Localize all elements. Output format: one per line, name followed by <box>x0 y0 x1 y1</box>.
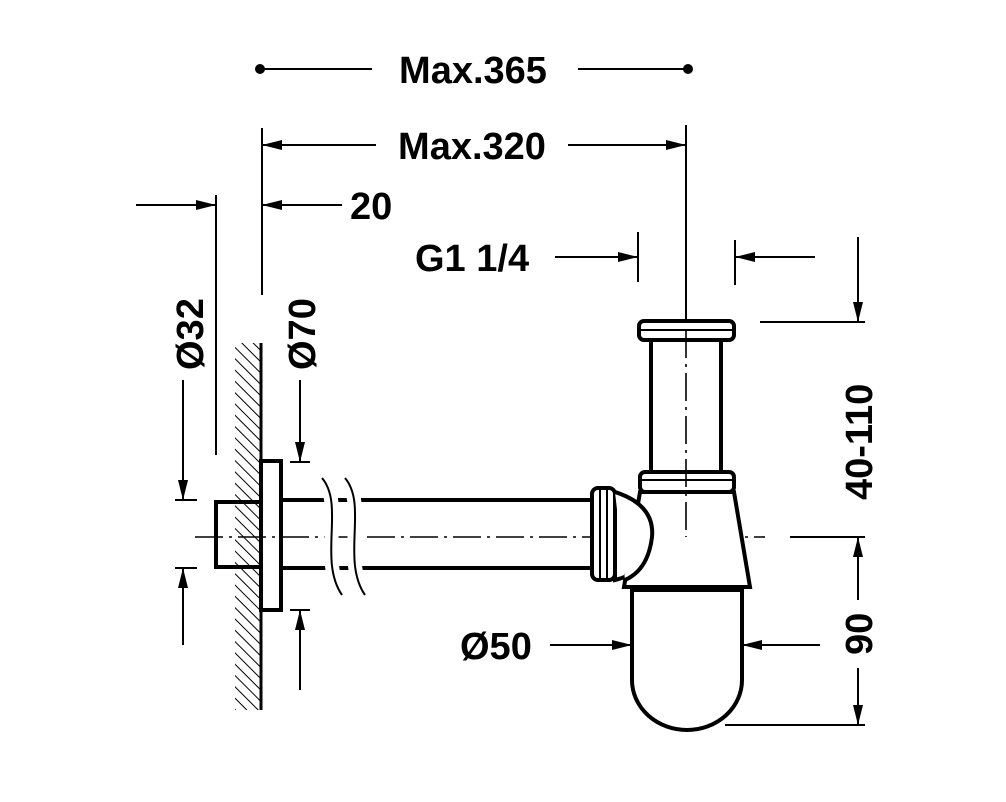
max-365-label: Max.365 <box>399 50 547 92</box>
dia-32-label: Ø32 <box>170 298 212 370</box>
max-320-label: Max.320 <box>398 126 546 168</box>
dimension-height-adjust: 40-110 <box>760 237 881 500</box>
depth-90-label: 90 <box>839 613 881 655</box>
drain-pipe <box>214 459 658 612</box>
height-adjust-label: 40-110 <box>839 384 881 500</box>
dimension-90: 90 <box>725 537 881 726</box>
wall <box>235 343 263 710</box>
dimension-max-320: Max.320 <box>261 125 687 530</box>
dimension-dia-50: Ø50 <box>460 626 820 668</box>
dimension-20: 20 <box>136 186 392 455</box>
offset-20-label: 20 <box>350 186 392 228</box>
dimension-dia-70: Ø70 <box>282 298 324 690</box>
dia-70-label: Ø70 <box>282 298 324 370</box>
dimension-dia-32: Ø32 <box>170 298 212 645</box>
dia-50-label: Ø50 <box>460 626 532 668</box>
dimension-max-365: Max.365 <box>255 50 693 92</box>
bottle-trap <box>614 319 753 732</box>
thread-label: G1 1/4 <box>415 238 529 280</box>
dimension-thread: G1 1/4 <box>415 232 815 285</box>
